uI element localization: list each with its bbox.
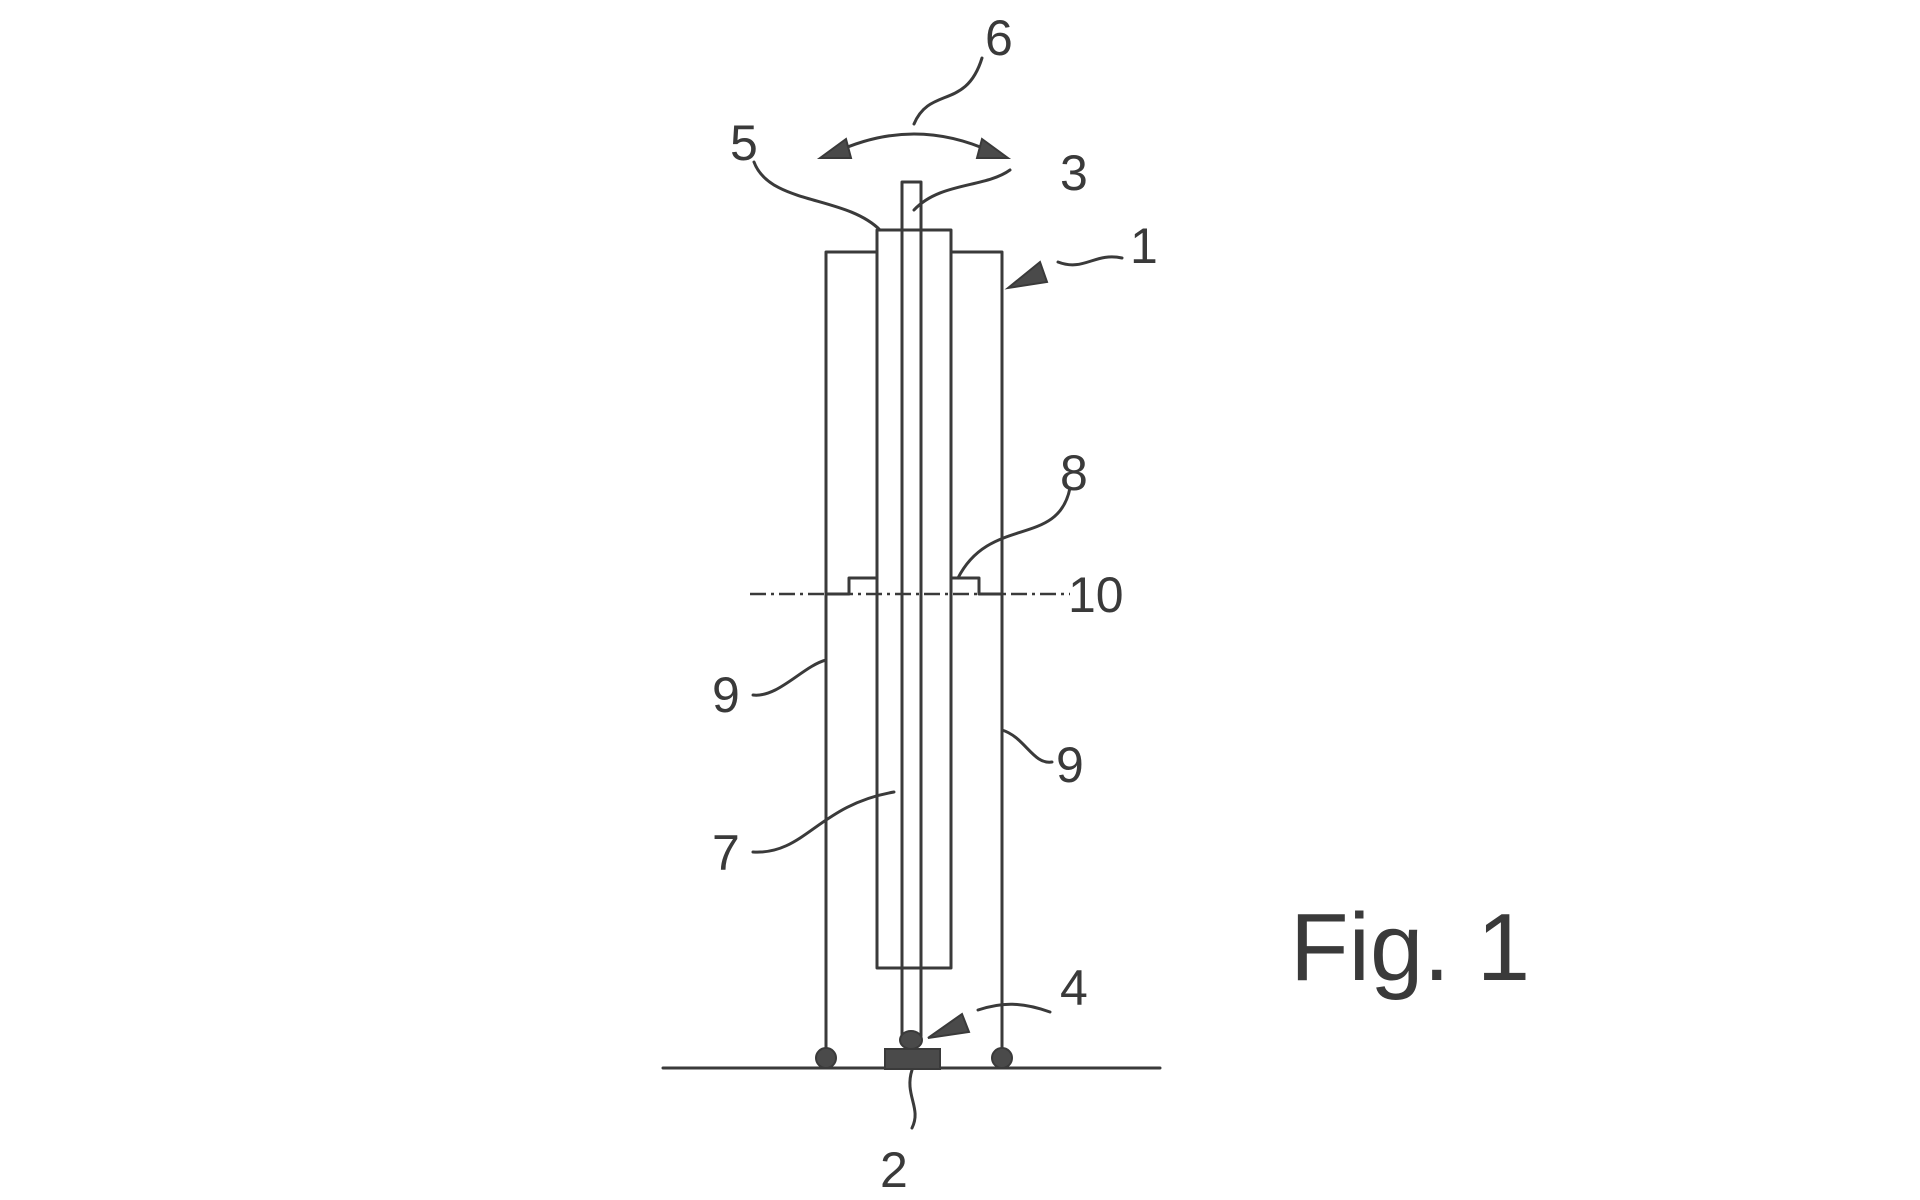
label-4: 4	[1060, 960, 1088, 1016]
rod-foot	[899, 1030, 923, 1050]
outer-housing	[824, 250, 1004, 1057]
leader-5	[752, 160, 882, 232]
figure-caption: Fig. 1	[1290, 894, 1530, 1001]
step-left	[824, 576, 879, 596]
leader-1	[1056, 255, 1124, 267]
swing-arrow-left-head	[816, 137, 853, 159]
leader-4-arrowhead	[927, 1012, 971, 1039]
swing-arrow-right-head	[975, 137, 1012, 159]
label-2: 2	[880, 1142, 908, 1198]
leader-2	[908, 1068, 917, 1130]
label-1: 1	[1130, 218, 1158, 274]
right-joint	[991, 1047, 1013, 1069]
swing-arrow	[834, 132, 994, 154]
leader-8	[956, 486, 1072, 580]
rod	[900, 180, 923, 1038]
leader-9-right	[1000, 728, 1054, 764]
leader-1-arrowhead	[1004, 260, 1049, 290]
label-8: 8	[1060, 445, 1088, 501]
leader-6	[912, 56, 984, 126]
sleeve	[875, 228, 953, 970]
step-right	[949, 576, 1004, 596]
base-mount	[884, 1048, 941, 1070]
left-joint	[815, 1047, 837, 1069]
leader-3	[912, 168, 1012, 212]
label-9-right: 9	[1056, 737, 1084, 793]
label-9-left: 9	[712, 667, 740, 723]
label-5: 5	[730, 115, 758, 171]
label-3: 3	[1060, 145, 1088, 201]
leader-9-left	[751, 658, 828, 697]
label-10: 10	[1068, 567, 1124, 623]
label-7: 7	[712, 825, 740, 881]
label-6: 6	[985, 10, 1013, 66]
leader-7	[751, 790, 896, 854]
leader-4	[976, 1002, 1052, 1014]
